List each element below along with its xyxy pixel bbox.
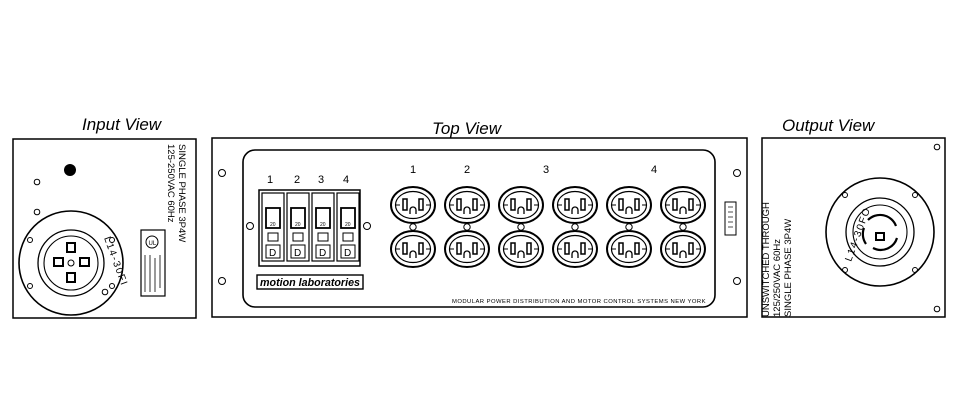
input-rating-line1: 125-250VAC 60Hz — [165, 144, 176, 223]
output-note-line1: UNSWITCHED THROUGH — [761, 202, 772, 317]
output-panel: UNSWITCHED THROUGH 125/250VAC 60Hz SINGL… — [761, 137, 946, 318]
ul-label: UL — [140, 229, 166, 297]
duplex-receptacle[interactable] — [498, 186, 544, 224]
breaker-number-3: 3 — [318, 174, 324, 186]
duplex-receptacle[interactable] — [660, 230, 706, 268]
breaker-number-2: 2 — [294, 174, 300, 186]
duplex-receptacle[interactable] — [390, 230, 436, 268]
output-note-line3: SINGLE PHASE 3P4W — [783, 219, 794, 317]
circuit-number-2: 2 — [464, 164, 470, 176]
breaker-3-letter: D — [319, 248, 326, 259]
breaker-3[interactable]: 20 D — [311, 192, 335, 262]
duplex-receptacle[interactable] — [552, 230, 598, 268]
duplex-receptacle[interactable] — [552, 186, 598, 224]
top-panel: 1 2 3 4 20 D 20 D — [211, 137, 748, 318]
duplex-receptacle[interactable] — [606, 186, 652, 224]
input-rating-line2: SINGLE PHASE 3P4W — [176, 144, 187, 242]
side-label — [724, 201, 737, 236]
input-view-title: Input View — [82, 115, 162, 134]
receptacle-grid — [390, 186, 706, 268]
breaker-1-rating: 20 — [270, 222, 276, 228]
brand-plate: motion laboratories — [256, 274, 364, 290]
breaker-1[interactable]: 20 D — [261, 192, 285, 262]
circuit-number-3: 3 — [543, 164, 549, 176]
breaker-number-1: 1 — [267, 174, 273, 186]
breaker-2[interactable]: 20 D — [286, 192, 310, 262]
duplex-receptacle[interactable] — [606, 230, 652, 268]
breaker-4-letter: D — [344, 248, 351, 259]
breaker-2-rating: 20 — [295, 222, 301, 228]
breaker-number-4: 4 — [343, 174, 349, 186]
breaker-bank: 1 2 3 4 20 D 20 D — [258, 174, 361, 267]
duplex-receptacle[interactable] — [660, 186, 706, 224]
breaker-3-rating: 20 — [320, 222, 326, 228]
tagline: MODULAR POWER DISTRIBUTION AND MOTOR CON… — [452, 299, 706, 305]
top-view-title: Top View — [432, 119, 501, 138]
duplex-receptacle[interactable] — [444, 230, 490, 268]
duplex-receptacle[interactable] — [498, 230, 544, 268]
breaker-4[interactable]: 20 D — [336, 192, 360, 262]
breaker-4-rating: 20 — [345, 222, 351, 228]
breaker-1-letter: D — [269, 248, 276, 259]
circuit-number-4: 4 — [651, 164, 657, 176]
breaker-2-letter: D — [294, 248, 301, 259]
indicator-lamp — [64, 164, 76, 176]
output-view-title: Output View — [782, 116, 875, 135]
brand-name: motion laboratories — [260, 277, 360, 289]
duplex-receptacle[interactable] — [444, 186, 490, 224]
circuit-number-1: 1 — [410, 164, 416, 176]
input-panel: L14-30FI 125-250VAC 60Hz SINGLE PHASE 3P… — [12, 138, 197, 319]
duplex-receptacle[interactable] — [390, 186, 436, 224]
output-note-line2: 125/250VAC 60Hz — [772, 239, 783, 317]
svg-text:UL: UL — [149, 241, 157, 247]
